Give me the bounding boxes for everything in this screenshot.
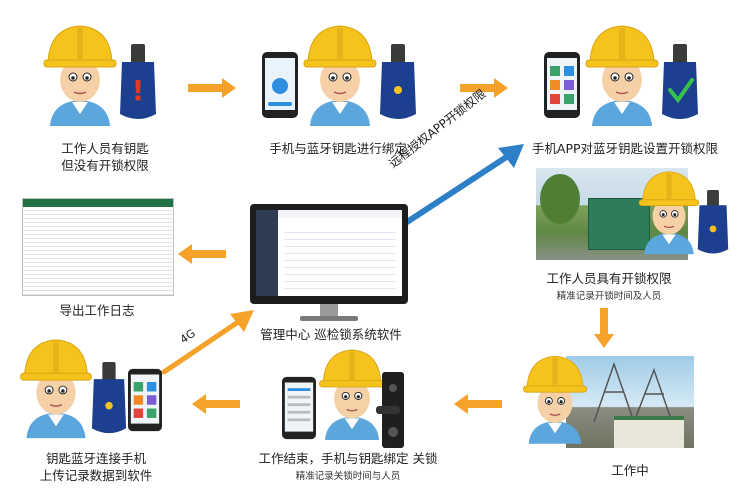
monitor-base [300,316,358,321]
worker-figure-s1 [43,25,117,126]
s7-line1: 钥匙蓝牙连接手机 [45,451,146,466]
arrow-4g-upload [161,310,254,375]
cabinet-shape [588,198,650,250]
phone-icon-s3 [544,52,580,118]
worker-figure-s3 [585,25,659,126]
svg-text:!: ! [132,74,145,107]
s7-line2: 上传记录数据到软件 [39,468,153,483]
software-header [278,210,402,218]
spreadsheet-ribbon [23,199,173,207]
s6-sub: 精准记录关锁时间与人员 [295,471,401,482]
key-icon-s1: ! [120,44,156,119]
phone-icon-s6 [282,376,316,440]
pylon-shape [593,361,673,423]
arrow-s4-to-s5 [594,308,614,348]
s5-line1: 工作中 [611,463,649,478]
worker-figure-s2 [303,25,377,126]
spreadsheet-grid [23,207,173,295]
phone-icon-s2 [262,52,298,118]
arrow-s5-to-s6 [454,394,502,414]
worker-figure-s6 [319,349,385,440]
worksite-photo-s5 [566,356,694,448]
spreadsheet-thumbnail [22,198,174,296]
s4-sub: 精准记录开锁时间及人员 [556,291,662,302]
monitor-stand [320,304,338,318]
center-line1: 管理中心 巡检锁系统软件 [260,327,402,342]
lock-device-icon-s6 [376,372,404,448]
worker-figure-s7 [20,339,92,439]
software-table [284,226,396,292]
arrow-s6-to-s7 [192,394,240,414]
building-shape [614,416,684,448]
tree-shape [540,174,580,224]
export-line1: 导出工作日志 [59,303,135,318]
worker-figure-s4 [638,171,700,255]
s3-line1: 手机APP对蓝牙钥匙设置开锁权限 [531,141,719,156]
worker-figure-s5 [523,355,587,444]
arrow-remote-auth [401,144,524,227]
s4-line1: 工作人员具有开锁权限 [546,271,672,286]
s2-line1: 手机与蓝牙钥匙进行绑定 [269,141,407,156]
arrow-s1-to-s2 [188,78,236,98]
key-icon-s4 [697,190,729,254]
key-icon-s7 [91,362,127,434]
s6-line1: 工作结束，手机与钥匙绑定 关锁 [258,451,438,466]
software-sidebar [256,210,278,296]
key-icon-s2 [380,44,416,119]
key-icon-s3 [662,44,698,119]
phone-icon-s7 [128,368,162,432]
monitor-screen [256,210,402,296]
s1-line1: 工作人员有钥匙 [61,141,149,156]
arrow-center-to-export [178,244,226,264]
monitor-frame [250,204,408,304]
arrow-s2-to-s3 [460,78,508,98]
s1-line2: 但没有开锁权限 [61,158,149,173]
